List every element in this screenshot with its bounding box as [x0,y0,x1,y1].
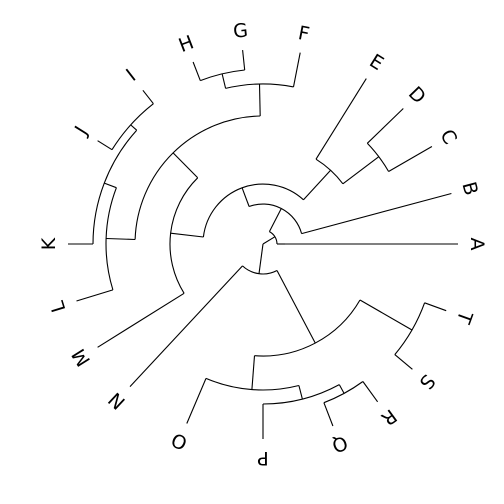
tip-label-d: D [404,82,430,108]
node-qr-branch [338,384,345,394]
tip-h-branch [192,61,201,81]
tip-g-branch [242,50,246,71]
node-f-l-branch [172,152,199,179]
tip-label-l: L [46,298,70,315]
tip-r-branch [362,381,379,403]
tip-c-branch [388,146,433,172]
tip-label-c: C [435,126,461,149]
node-opqr-branch [251,355,256,390]
tip-label-q: Q [329,431,351,457]
tip-label-j: J [70,122,92,139]
node-n-t-branch [258,243,264,274]
tip-n-branch [129,265,243,387]
tip-q-branch [323,402,334,427]
tip-label-s: S [415,370,440,393]
node-fgh-arc [225,83,294,89]
node-o-t-branch [276,270,316,344]
tip-l-branch [76,289,114,302]
tip-f-branch [292,52,301,88]
node-ij-branch [130,124,138,131]
tip-o-branch [186,378,207,424]
tip-label-m: M [68,345,95,371]
node-st-arc [394,302,426,355]
tip-j-branch [97,140,113,151]
node-ijk-branch [104,182,117,189]
tip-label-o: O [168,428,190,454]
tree-branches [68,50,458,439]
tip-label-p: P [257,447,268,469]
tip-label-i: I [122,65,140,86]
node-b-to-m-branch [268,208,282,232]
tip-e-branch [315,78,367,160]
node-gh-branch [221,73,227,89]
tip-labels: A B C D E F G H I J K L M N O P Q R S T [38,19,488,469]
tip-label-e: E [365,50,387,75]
tip-label-f: F [296,22,311,46]
node-pqr-branch [298,385,303,400]
tip-t-branch [424,302,447,312]
tip-s-branch [394,354,413,370]
node-ijkl-branch [106,237,136,241]
tip-m-branch [97,292,185,348]
tip-label-h: H [176,31,197,57]
tip-d-branch [366,108,404,144]
node-pqr-arc [262,384,340,405]
node-f-m-branch [170,232,204,238]
node-qr-arc [323,381,364,404]
tip-label-g: G [232,19,249,42]
tip-b-branch [301,192,452,235]
node-f-l-arc [134,115,261,240]
tip-label-k: K [38,237,60,250]
node-ijkl-arc [105,187,117,291]
node-cde-m-arc [202,183,304,238]
node-ijk-arc [92,129,138,245]
node-a-root-branch [262,236,276,245]
node-st-branch [359,299,413,331]
tip-label-t: T [452,307,477,327]
node-gh-arc [200,69,245,82]
node-opqr-arc [205,377,300,391]
node-fgh-branch [258,83,261,117]
node-cde-branch [303,169,332,201]
node-o-t-arc [254,299,361,357]
node-cd-branch [342,156,380,185]
node-ij-arc [111,103,154,150]
node-n-t-arc [242,265,278,275]
node-a-root-arc [269,231,278,245]
tip-label-n: N [104,388,129,414]
tip-label-a: A [466,238,488,251]
tip-label-r: R [377,404,401,430]
node-cde-arc [315,158,344,185]
tip-label-b: B [457,179,482,197]
node-b-to-m-arc [248,203,303,234]
tip-i-branch [142,89,154,105]
node-cde-m-branch [241,187,250,207]
node-f-m-arc [169,177,199,294]
